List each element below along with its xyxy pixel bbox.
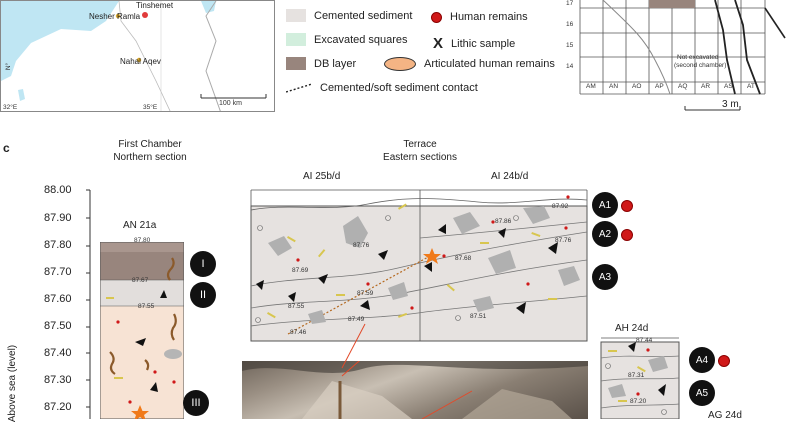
unit-circle-A1: A1	[592, 192, 618, 218]
grid-col-as: AS	[724, 83, 733, 90]
excavation-grid	[579, 0, 786, 111]
elev-87-46: 87.46	[290, 329, 307, 336]
ag24d-label: AG 24d	[708, 410, 742, 421]
grid-not-excavated: Not excavated	[677, 54, 719, 61]
tick-87-30: 87.30	[44, 374, 72, 386]
red-dot-icon	[431, 11, 442, 23]
legend-cemented: Cemented sediment	[286, 9, 412, 22]
photo-pointer-line	[341, 323, 366, 369]
legend-swatch-cemented	[286, 9, 306, 22]
grid-col-aq: AQ	[678, 83, 688, 90]
terrace-col2-label: AI 24b/d	[491, 171, 529, 182]
location-map: Tinshemet Nesher Ramla Nahal Aqev N° 32°…	[0, 0, 275, 112]
grid-col-ao: AO	[632, 83, 642, 90]
elev-87-49: 87.49	[348, 316, 365, 323]
elev-87-55: 87.55	[288, 303, 305, 310]
grid-col-at: AT	[747, 83, 755, 90]
unit-circle-A5: A5	[689, 380, 715, 406]
grid-row-16: 16	[566, 21, 574, 28]
unit-circle-I: I	[190, 251, 216, 277]
nesher-ramla-marker	[115, 13, 121, 19]
map-lon-left: 32°E	[3, 104, 18, 111]
legend-articulated: Articulated human remains	[384, 57, 555, 71]
grid-row-14: 14	[566, 63, 574, 70]
red-dot-icon-a2	[621, 229, 633, 241]
elev-87-55-left: 87.55	[138, 303, 155, 310]
square-an21a-label: AN 21a	[123, 220, 157, 231]
grid-col-ap: AP	[655, 83, 664, 90]
legend-excavated: Excavated squares	[286, 33, 408, 46]
legend-db-layer: DB layer	[286, 57, 356, 70]
ah24d-section	[600, 337, 680, 419]
elev-87-69: 87.69	[292, 267, 309, 274]
legend-swatch-db	[286, 57, 306, 70]
elev-87-76-a: 87.76	[353, 242, 370, 249]
map-scale-label: 100 km	[219, 100, 242, 107]
elev-87-92: 87.92	[552, 203, 569, 210]
elev-87-31: 87.31	[628, 372, 645, 379]
map-graphic	[1, 1, 267, 111]
tick-88-00: 88.00	[44, 184, 72, 196]
legend-lithic: X Lithic sample	[433, 35, 516, 52]
grid-col-an: AN	[609, 83, 619, 90]
first-chamber-section	[100, 242, 184, 419]
axis-label: Above sea (level)	[7, 344, 19, 422]
tinshemet-marker	[142, 12, 148, 18]
elev-87-44: 87.44	[636, 337, 653, 344]
panel-label-c: c	[3, 141, 10, 155]
dashed-line-icon	[286, 83, 312, 93]
unit-circle-II: II	[190, 282, 216, 308]
map-label-nesher-ramla: Nesher Ramla	[89, 12, 141, 21]
nahal-aqev-marker	[136, 57, 142, 63]
elev-87-76-b: 87.76	[555, 237, 572, 244]
map-label-nahal-aqev: Nahal Aqev	[120, 57, 161, 66]
map-lat-label: N°	[5, 62, 13, 71]
grid-row-17: 17	[566, 0, 574, 7]
tick-87-40: 87.40	[44, 347, 72, 359]
tick-87-80: 87.80	[44, 239, 72, 251]
legend-swatch-excavated	[286, 33, 306, 46]
unit-circle-A3: A3	[592, 264, 618, 290]
ah24d-label: AH 24d	[615, 323, 649, 334]
legend-human-remains: Human remains	[431, 11, 528, 23]
first-chamber-header: First Chamber Northern section	[113, 139, 187, 163]
legend-contact: Cemented/soft sediment contact	[286, 82, 478, 94]
unit-circle-A2: A2	[592, 221, 618, 247]
elev-87-68: 87.68	[455, 255, 472, 262]
x-mark-icon: X	[433, 35, 444, 52]
db-layer-cell	[649, 0, 695, 8]
terrace-col1-label: AI 25b/d	[303, 171, 341, 182]
grid-second-chamber: (second chamber)	[674, 62, 727, 69]
photo-detail	[242, 361, 588, 419]
tick-87-50: 87.50	[44, 320, 72, 332]
grid-scale-label: 3 m	[722, 99, 739, 110]
tick-87-90: 87.90	[44, 212, 72, 224]
terrace-header: Terrace Eastern sections	[383, 139, 457, 163]
map-lon-right: 35°E	[143, 104, 158, 111]
grid-col-am: AM	[586, 83, 596, 90]
elev-87-51: 87.51	[470, 313, 487, 320]
unit-circle-A4: A4	[689, 347, 715, 373]
map-label-tinshemet: Tinshemet	[136, 1, 174, 10]
elev-87-59: 87.59	[357, 290, 374, 297]
red-dot-icon-a4	[718, 355, 730, 367]
grid-col-ar: AR	[701, 83, 711, 90]
tick-87-60: 87.60	[44, 293, 72, 305]
red-dot-icon-a1	[621, 200, 633, 212]
elev-87-80-left: 87.80	[134, 237, 151, 244]
unit-circle-III: III	[183, 390, 209, 416]
tick-87-20: 87.20	[44, 401, 72, 413]
excavation-photo	[242, 361, 588, 419]
elev-87-20: 87.20	[630, 398, 647, 405]
elevation-axis	[86, 189, 91, 419]
elev-87-67-left: 87.67	[132, 277, 149, 284]
ellipse-icon	[384, 57, 416, 71]
terrace-section	[250, 189, 588, 342]
tick-87-70: 87.70	[44, 266, 72, 278]
elev-87-86: 87.86	[495, 218, 512, 225]
grid-row-15: 15	[566, 42, 574, 49]
